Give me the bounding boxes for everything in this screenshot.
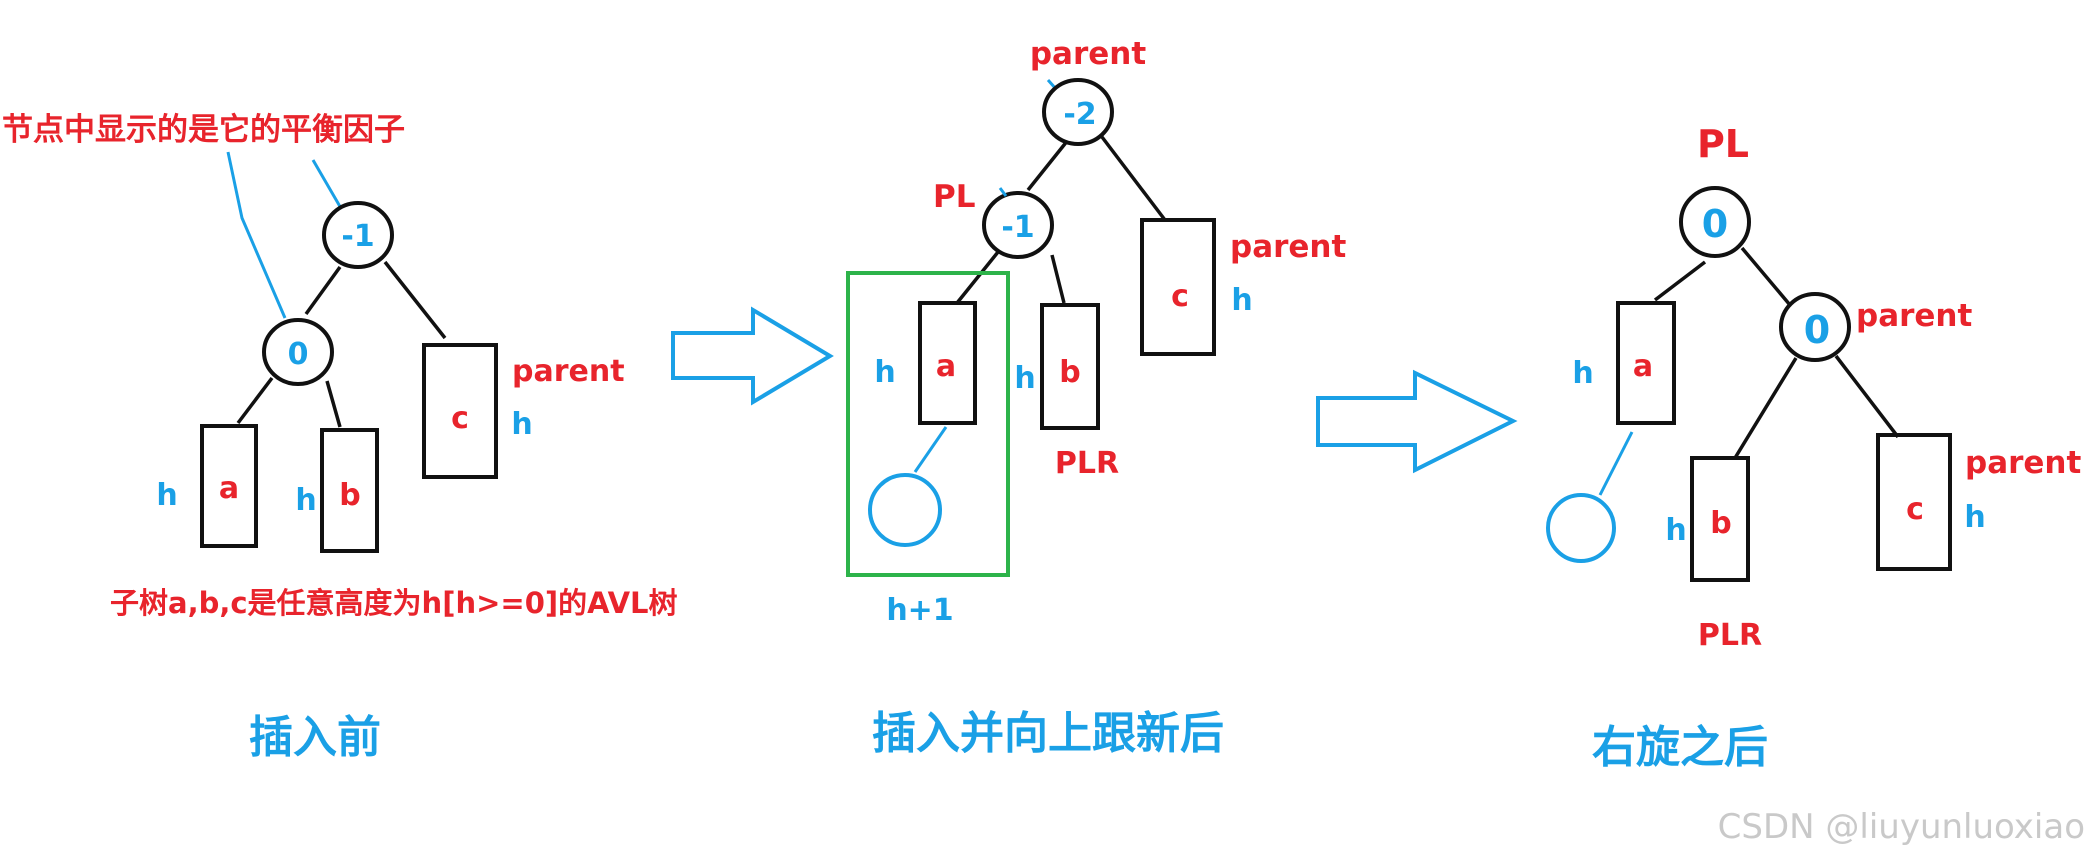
subtree-a-box [918,301,977,425]
subtree-c-height: h [1964,500,1985,535]
csdn-watermark: CSDN @liuyunluoxiao [1718,807,2085,847]
subtree-c-box [1140,218,1216,356]
parent-node-label: parent [1856,298,1972,334]
subtree-a-height: h [874,355,895,390]
root-node [322,201,394,269]
edge-pl-to-a [955,250,1000,305]
inserted-node [1546,493,1616,563]
subtree-b-label: b [1710,506,1731,541]
panel-before-insert: 节点中显示的是它的平衡因子 -1 0 a h b h c parent h 子树… [2,112,678,763]
root-node [1042,78,1114,146]
subtree-b-box [320,428,379,553]
inserted-node [868,473,942,547]
subtree-caption: 子树a,b,c是任意高度为h[h>=0]的AVL树 [110,586,678,620]
edge-parent-to-c [1834,354,1900,439]
new-node-edge [1598,431,1634,496]
panel-title-after-insert: 插入并向上跟新后 [872,708,1224,759]
balance-factor-note: 节点中显示的是它的平衡因子 [2,112,405,148]
parent-node [1779,292,1851,362]
transition-arrow-2 [1316,369,1518,474]
grown-subtree-highlight [846,271,1010,577]
panel-after-rotation: PL 0 0 parent a h b h PLR c parent h 右旋之… [1546,122,2081,773]
subtree-a-label: a [1633,349,1653,384]
pl-label: PL [933,179,975,215]
subtree-a-label: a [936,349,956,384]
edge-root-to-c [1100,135,1167,222]
subtree-a-height: h [156,478,177,513]
panel-title-after-rotation: 右旋之后 [1592,722,1768,773]
parent-balance-factor: 0 [1804,308,1830,352]
subtree-c-parent-label: parent [1230,229,1346,265]
left-child-node [262,318,334,386]
edge-root-to-a [1653,260,1707,302]
subtree-c-label: c [1906,492,1924,527]
grown-subtree-height: h+1 [886,593,953,628]
subtree-b-box [1040,303,1100,430]
plr-label: PLR [1055,446,1119,481]
subtree-c-box [422,343,498,479]
subtree-b-box [1690,456,1750,582]
new-node-edge [913,426,948,473]
note-pointer-line-left [226,151,287,319]
pl-node [982,191,1054,259]
root-parent-label: parent [1030,36,1146,72]
subtree-b-label: b [339,478,360,513]
root-node [1679,186,1751,258]
subtree-b-height: h [1014,361,1035,396]
edge-root-to-c [383,260,447,340]
root-balance-factor: 0 [1702,202,1728,246]
edge-left-to-a [236,376,274,425]
edge-root-to-pl [1026,138,1070,192]
subtree-c-parent-label: parent [1965,445,2081,481]
panel-after-insert: parent -2 -1 PL a h h+1 b h PLR c parent… [846,36,1346,759]
subtree-c-height: h [1231,283,1252,318]
subtree-a-height: h [1572,356,1593,391]
subtree-a-label: a [219,471,239,506]
subtree-c-box [1876,433,1952,571]
panel-title-before: 插入前 [249,712,381,763]
edge-left-to-b [325,380,342,428]
transition-arrow-1 [671,306,834,406]
pl-balance-factor: -1 [1001,210,1034,245]
note-pointer-line-right [311,159,344,211]
subtree-a-box [1616,301,1676,425]
root-balance-factor: -2 [1063,97,1096,132]
left-child-balance-factor: 0 [288,337,309,372]
edge-parent-to-b [1733,357,1798,459]
subtree-c-label: c [1171,279,1189,314]
new-root-pl-label: PL [1697,122,1749,166]
subtree-c-height: h [511,407,532,442]
subtree-b-label: b [1059,355,1080,390]
edge-pl-to-b [1050,254,1066,304]
edge-root-to-left [304,265,342,316]
edge-root-to-parent [1740,246,1792,307]
subtree-c-parent-label: parent [512,354,625,389]
plr-label: PLR [1698,618,1762,653]
subtree-a-box [200,424,258,548]
subtree-b-height: h [295,483,316,518]
root-balance-factor: -1 [341,219,374,254]
subtree-c-label: c [451,401,469,436]
subtree-b-height: h [1665,513,1686,548]
pl-pointer-line [998,187,1008,197]
